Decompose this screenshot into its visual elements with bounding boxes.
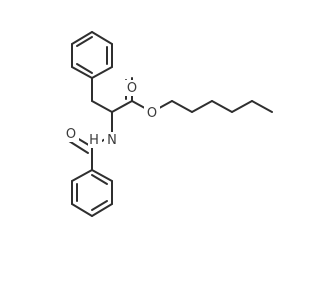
bond xyxy=(91,31,113,45)
bond xyxy=(211,100,233,113)
bond-calpha-to-carbonyl xyxy=(111,100,133,113)
bond-double-inner xyxy=(91,200,108,211)
bond xyxy=(231,100,253,113)
bond-amide-C-to-O-double xyxy=(68,140,89,154)
bond-double-inner xyxy=(76,63,93,74)
hexyl-chain xyxy=(151,100,273,113)
bond-double-inner xyxy=(76,36,93,47)
bond xyxy=(91,203,113,217)
phenyl-ring-top xyxy=(71,31,113,79)
atom-O-amide: O xyxy=(66,127,76,142)
label-bg xyxy=(144,105,160,121)
atom-O-carbonyl: O xyxy=(127,81,137,96)
bond xyxy=(91,169,113,182)
label-bg xyxy=(124,80,140,96)
bond xyxy=(91,66,113,79)
atom-N-amide: N xyxy=(107,133,117,148)
label-bg xyxy=(88,132,102,148)
bond xyxy=(71,203,93,217)
label-bg xyxy=(63,126,79,142)
molecule-structure: O O N H O xyxy=(63,31,273,217)
phenyl-ring-bottom xyxy=(71,169,113,217)
bond xyxy=(191,100,213,113)
atom-O-ester: O xyxy=(147,106,157,121)
bond xyxy=(71,31,93,45)
bond-ch2-to-calpha xyxy=(91,100,113,113)
bond xyxy=(71,66,93,79)
label-bg xyxy=(104,132,120,148)
bond xyxy=(171,100,193,113)
atom-H-amide: H xyxy=(89,133,99,148)
bond xyxy=(71,169,93,182)
bond xyxy=(251,100,273,113)
bond-double-inner xyxy=(91,174,108,185)
